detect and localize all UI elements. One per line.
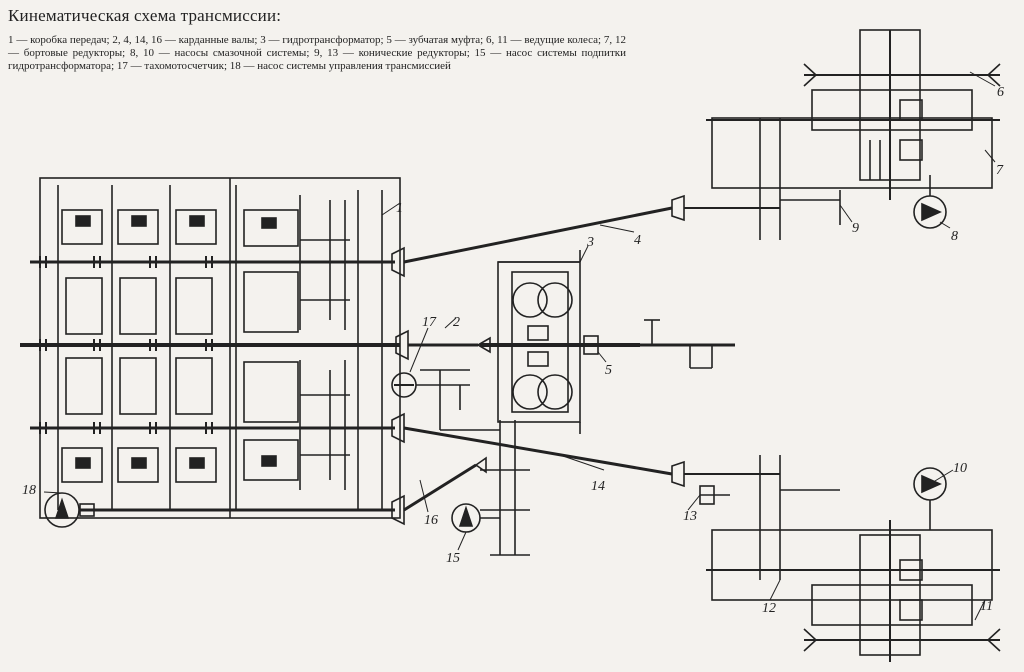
upper-final-drive	[671, 29, 1001, 240]
callouts	[43, 71, 996, 621]
label-17: 17	[422, 315, 437, 330]
lower-final-drive	[671, 455, 1001, 662]
number-labels: 1 2 3 4 5 6 7 8 9 10 11 12 13 14 15 16 1…	[22, 85, 1004, 616]
label-18: 18	[22, 483, 36, 498]
label-6: 6	[997, 85, 1004, 100]
label-9: 9	[852, 221, 859, 236]
label-7: 7	[996, 163, 1004, 178]
tachometer-17	[391, 369, 500, 431]
label-11: 11	[980, 599, 993, 614]
label-8: 8	[951, 229, 958, 244]
label-1: 1	[396, 201, 403, 216]
label-2: 2	[453, 315, 460, 330]
label-3: 3	[586, 235, 594, 250]
gearbox	[20, 177, 409, 526]
label-16: 16	[424, 513, 438, 528]
figure-title: Кинематическая схема трансмиссии:	[8, 6, 282, 25]
pump-15	[451, 503, 500, 533]
cardan-shafts	[403, 206, 673, 512]
label-12: 12	[762, 601, 776, 616]
label-14: 14	[591, 479, 605, 494]
label-15: 15	[446, 551, 460, 566]
figure-legend: 1 — коробка передач; 2, 4, 14, 16 — кард…	[8, 34, 626, 72]
label-4: 4	[634, 233, 641, 248]
torque-converter	[474, 250, 735, 556]
label-10: 10	[953, 461, 967, 476]
label-13: 13	[683, 509, 697, 524]
label-5: 5	[605, 363, 612, 378]
